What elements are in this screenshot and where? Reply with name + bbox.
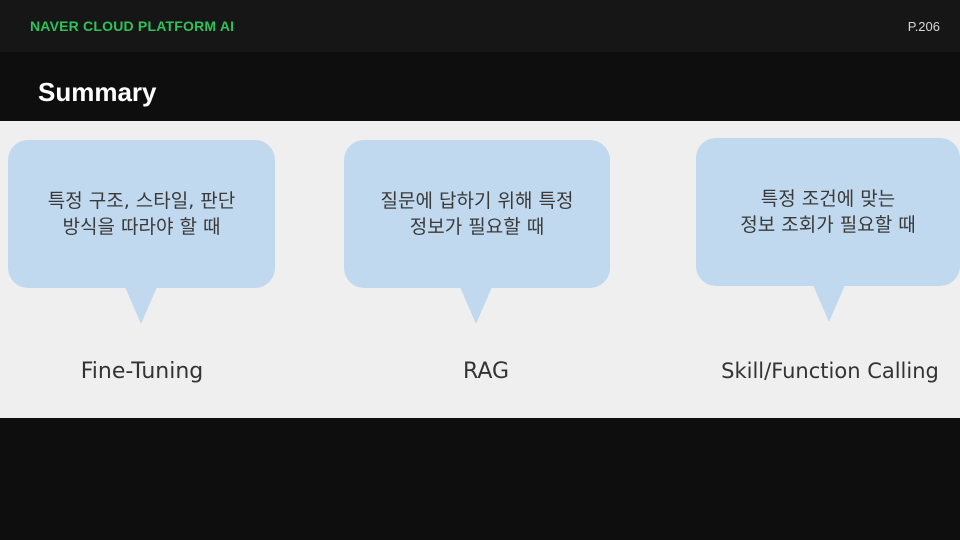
brand-label: NAVER CLOUD PLATFORM AI	[30, 18, 235, 34]
bubble-text: 질문에 답하기 위해 특정 정보가 필요할 때	[380, 190, 574, 238]
slide-title: Summary	[38, 77, 157, 107]
card-label-fine-tuning: Fine-Tuning	[80, 359, 204, 384]
bubble-tail	[125, 287, 157, 324]
speech-bubble-fine-tuning: 특정 구조, 스타일, 판단 방식을 따라야 할 때	[8, 140, 275, 324]
speech-bubble-function-calling: 특정 조건에 맞는 정보 조회가 필요할 때	[696, 138, 960, 322]
card-label-rag: RAG	[462, 359, 510, 384]
speech-bubble-rag: 질문에 답하기 위해 특정 정보가 필요할 때	[344, 140, 610, 324]
bubble-text: 특정 구조, 스타일, 판단 방식을 따라야 할 때	[47, 190, 236, 238]
top-bar: NAVER CLOUD PLATFORM AI P.206	[0, 0, 960, 52]
card-label-function-calling: Skill/Function Calling	[721, 359, 939, 383]
bubble-text: 특정 조건에 맞는 정보 조회가 필요할 때	[740, 188, 916, 236]
page-number: P.206	[907, 19, 940, 34]
bubble-tail	[460, 287, 492, 324]
bubble-tail	[813, 285, 845, 322]
summary-panel: 특정 구조, 스타일, 판단 방식을 따라야 할 때 Fine-Tuning 질…	[0, 121, 960, 418]
